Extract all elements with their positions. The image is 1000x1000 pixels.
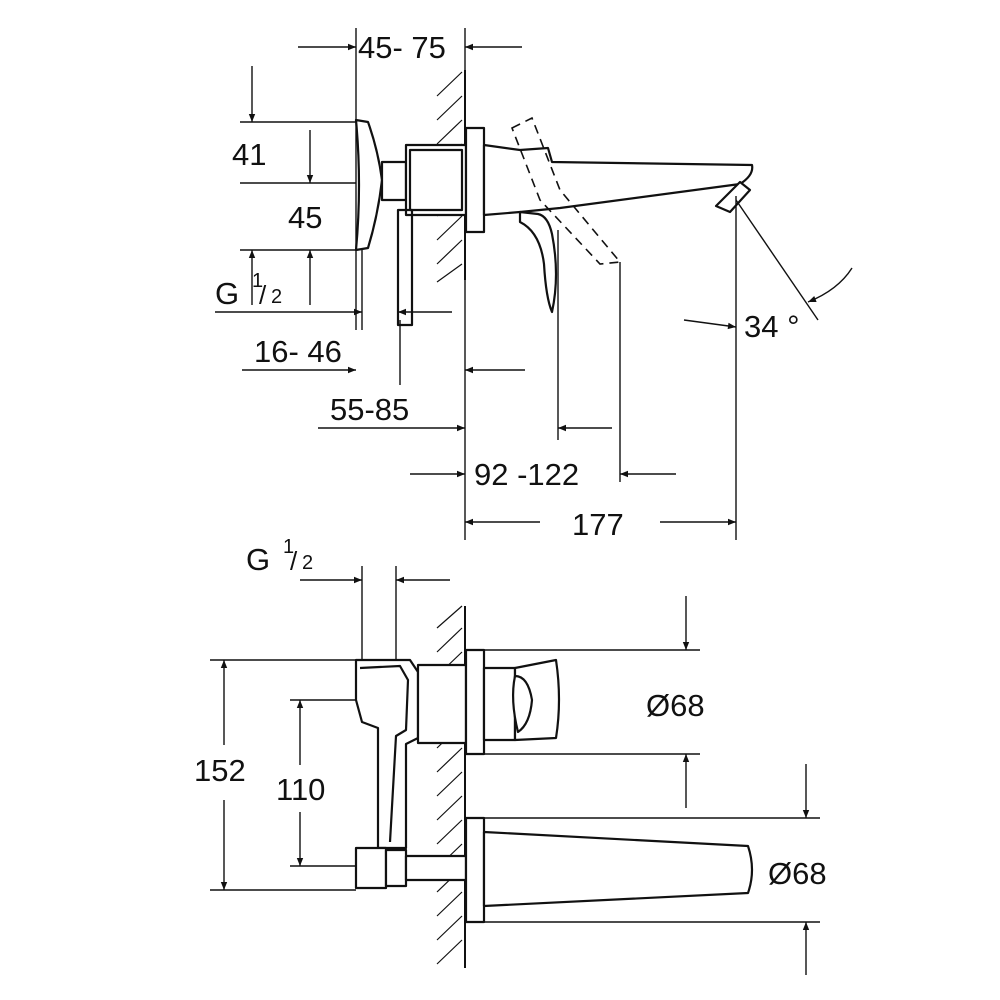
thread-label-top: G <box>215 276 239 311</box>
wall-plate-top <box>464 126 486 234</box>
thread-label-bottom: G <box>246 542 270 577</box>
dim-valve-offset: 16- 46 <box>254 334 342 369</box>
thread-frac-num-bottom: 1 <box>283 536 294 558</box>
dim-angle: 34 ° <box>744 309 800 344</box>
lever-handle-top <box>518 210 558 314</box>
front-side-view: G 1 / 2 152 110 Ø68 Ø68 <box>194 536 827 975</box>
thread-frac-den-top: 2 <box>271 286 282 308</box>
top-side-view: 45- 75 41 45 G 1 / 2 16- 46 55-85 92 -12… <box>215 28 853 542</box>
thread-frac-num-top: 1 <box>252 270 263 292</box>
dim-lever-reach: 92 -122 <box>474 457 579 492</box>
dim-wall-depth: 45- 75 <box>358 30 446 65</box>
dim-rosette-diameter-2: Ø68 <box>768 856 827 891</box>
dimension-lines-bottom <box>210 566 820 975</box>
dim-upper-height: 41 <box>232 137 266 172</box>
thread-frac-slash-bottom: / <box>290 546 298 576</box>
thread-frac-den-bottom: 2 <box>302 552 313 574</box>
dim-body-offset: 55-85 <box>330 392 409 427</box>
dim-total-height: 152 <box>194 753 246 788</box>
thread-frac-slash-top: / <box>259 280 267 310</box>
wall-hatch-bottom <box>436 605 466 968</box>
lever-swing-outline <box>510 116 622 265</box>
spout-top <box>482 143 754 217</box>
handle-assembly-bottom <box>464 648 561 756</box>
dim-total-length: 177 <box>572 507 624 542</box>
dimension-lines-top <box>215 28 853 540</box>
dim-lower-height: 45 <box>288 200 322 235</box>
dim-inner-height: 110 <box>276 772 325 807</box>
spout-assembly-bottom <box>464 816 754 924</box>
concealed-body-bottom <box>354 658 468 890</box>
valve-body-top <box>354 118 468 327</box>
dim-rosette-diameter-1: Ø68 <box>646 688 705 723</box>
